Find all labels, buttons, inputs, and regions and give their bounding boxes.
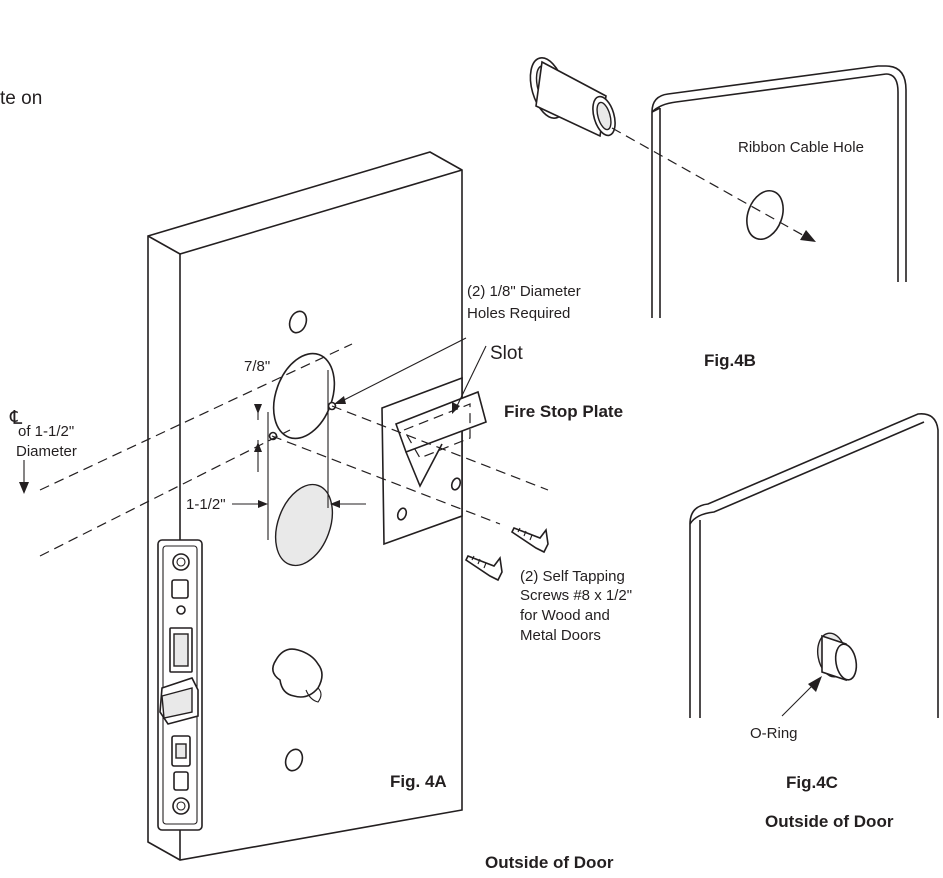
screws [464, 526, 549, 582]
holes-required-label-line2: Holes Required [467, 305, 570, 322]
mortise-lock-faceplate [157, 539, 203, 831]
ribbon-cable-hole-label: Ribbon Cable Hole [738, 139, 864, 156]
grommet-path-arrow [611, 127, 816, 242]
grommet-sleeve [529, 57, 616, 138]
ribbon-cable-hole [746, 189, 784, 241]
fig-4b-caption: Fig.4B [704, 351, 756, 370]
outside-of-door-4c-caption: Outside of Door [765, 812, 894, 831]
thumb-turn [272, 648, 323, 703]
screws-label-line3: for Wood and [520, 607, 610, 624]
centerline-symbol: ℄ [9, 408, 23, 429]
o-ring-grommet [816, 632, 858, 682]
screws-label-line4: Metal Doors [520, 627, 601, 644]
of-diameter-label-line1: of 1-1/2" [18, 423, 74, 440]
dimension-lines [19, 337, 549, 557]
holes-required-label-line1: (2) 1/8" Diameter [467, 283, 581, 300]
screws-label-line1: (2) Self Tapping [520, 568, 625, 585]
outside-of-door-4a-caption: Outside of Door [485, 853, 614, 872]
fig-4b-door [651, 65, 907, 318]
of-diameter-label-line2: Diameter [16, 443, 77, 460]
fig-4c-door [689, 413, 939, 718]
one-and-half-label: 1-1/2" [186, 496, 226, 513]
fire-stop-plate [381, 376, 487, 546]
fig-4c-caption: Fig.4C [786, 773, 838, 792]
o-ring-label: O-Ring [750, 725, 798, 742]
slot-label: Slot [490, 343, 523, 364]
top-left-fragment: te on [0, 88, 42, 109]
fig-4a-caption: Fig. 4A [390, 772, 447, 791]
seven-eighths-label: 7/8" [244, 358, 270, 375]
fire-stop-plate-caption: Fire Stop Plate [504, 402, 623, 421]
door-holes [268, 310, 337, 772]
screws-label-line2: Screws #8 x 1/2" [520, 587, 632, 604]
o-ring-arrow [781, 676, 822, 717]
